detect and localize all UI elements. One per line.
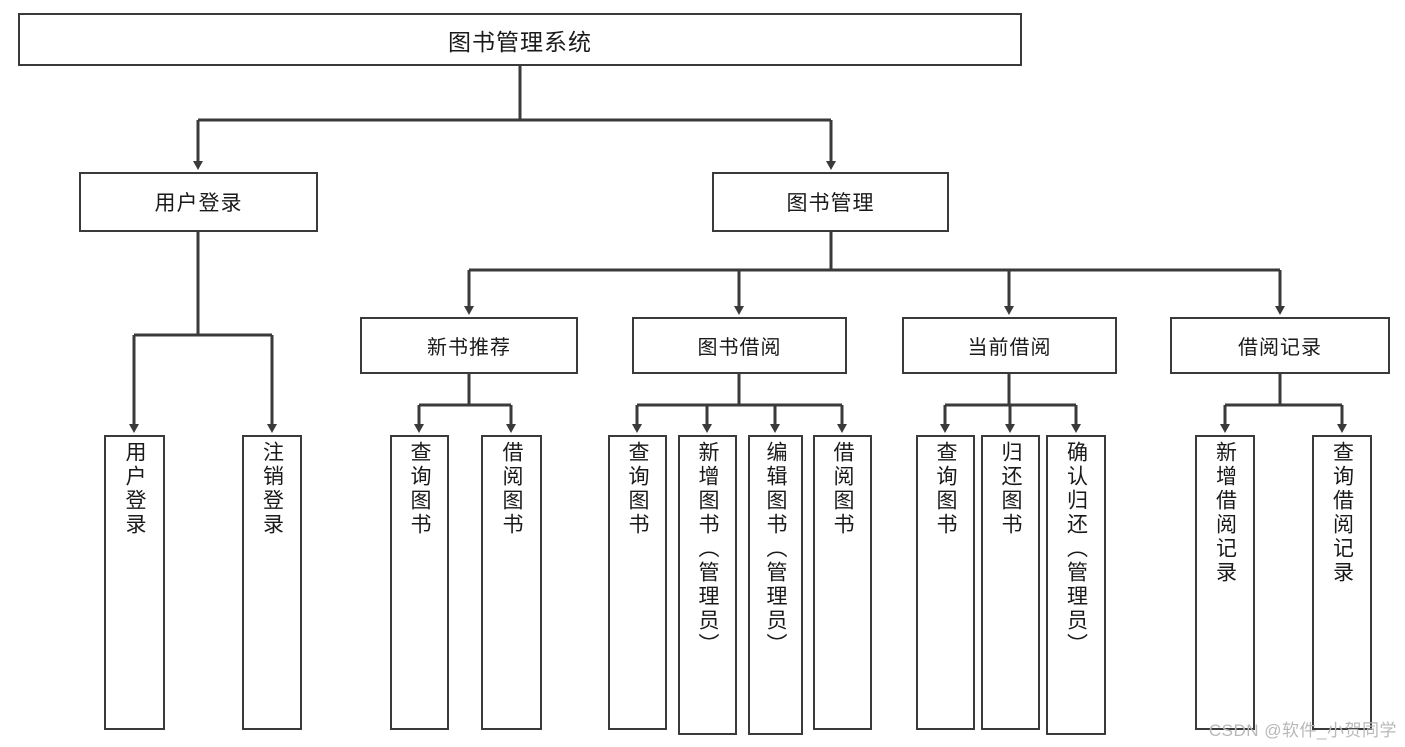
node-book-manage-label: 图书管理 xyxy=(786,192,875,215)
watermark: CSDN @软件_小贺同学 xyxy=(1208,721,1397,740)
node-leaf-borrow-book-2[interactable]: 借阅图书 xyxy=(813,435,872,730)
node-borrow-record[interactable]: 借阅记录 xyxy=(1170,317,1390,374)
node-leaf-add-record-label: 新增借阅记录 xyxy=(1213,441,1237,585)
node-leaf-edit-book[interactable]: 编辑图书（管理员） xyxy=(748,435,803,735)
node-leaf-query-record-label: 查询借阅记录 xyxy=(1330,441,1354,585)
node-leaf-add-record[interactable]: 新增借阅记录 xyxy=(1195,435,1255,730)
node-leaf-add-book[interactable]: 新增图书（管理员） xyxy=(678,435,737,735)
node-book-borrow-label: 图书借阅 xyxy=(697,337,782,359)
node-leaf-logout[interactable]: 注销登录 xyxy=(242,435,302,730)
node-leaf-user-login-label: 用户登录 xyxy=(123,441,146,537)
node-leaf-query-book-1[interactable]: 查询图书 xyxy=(390,435,449,730)
node-leaf-query-book-3[interactable]: 查询图书 xyxy=(916,435,975,730)
node-leaf-borrow-book-1[interactable]: 借阅图书 xyxy=(481,435,542,730)
node-new-book-recommend[interactable]: 新书推荐 xyxy=(360,317,578,374)
node-leaf-return-book-label: 归还图书 xyxy=(999,441,1022,537)
node-user-login[interactable]: 用户登录 xyxy=(79,172,318,232)
node-leaf-confirm-return[interactable]: 确认归还（管理员） xyxy=(1046,435,1106,735)
node-leaf-edit-book-label: 编辑图书（管理员） xyxy=(764,441,787,657)
node-current-borrow-label: 当前借阅 xyxy=(967,337,1052,359)
node-book-manage[interactable]: 图书管理 xyxy=(712,172,949,232)
node-current-borrow[interactable]: 当前借阅 xyxy=(902,317,1117,374)
node-leaf-confirm-return-label: 确认归还（管理员） xyxy=(1064,441,1088,657)
node-root-system[interactable]: 图书管理系统 xyxy=(18,13,1022,66)
node-leaf-user-login[interactable]: 用户登录 xyxy=(104,435,165,730)
node-book-borrow[interactable]: 图书借阅 xyxy=(632,317,847,374)
node-leaf-return-book[interactable]: 归还图书 xyxy=(981,435,1040,730)
node-leaf-borrow-book-1-label: 借阅图书 xyxy=(500,441,523,537)
node-leaf-query-record[interactable]: 查询借阅记录 xyxy=(1312,435,1372,730)
node-leaf-query-book-2-label: 查询图书 xyxy=(626,441,649,537)
node-leaf-query-book-3-label: 查询图书 xyxy=(934,441,957,537)
node-new-book-recommend-label: 新书推荐 xyxy=(427,337,511,359)
node-root-label: 图书管理系统 xyxy=(448,28,592,55)
node-leaf-query-book-2[interactable]: 查询图书 xyxy=(608,435,667,730)
node-leaf-borrow-book-2-label: 借阅图书 xyxy=(831,441,854,537)
node-leaf-add-book-label: 新增图书（管理员） xyxy=(696,441,719,657)
node-user-login-label: 用户登录 xyxy=(154,192,243,215)
node-leaf-logout-label: 注销登录 xyxy=(260,441,284,537)
node-borrow-record-label: 借阅记录 xyxy=(1238,337,1322,359)
node-leaf-query-book-1-label: 查询图书 xyxy=(408,441,431,537)
